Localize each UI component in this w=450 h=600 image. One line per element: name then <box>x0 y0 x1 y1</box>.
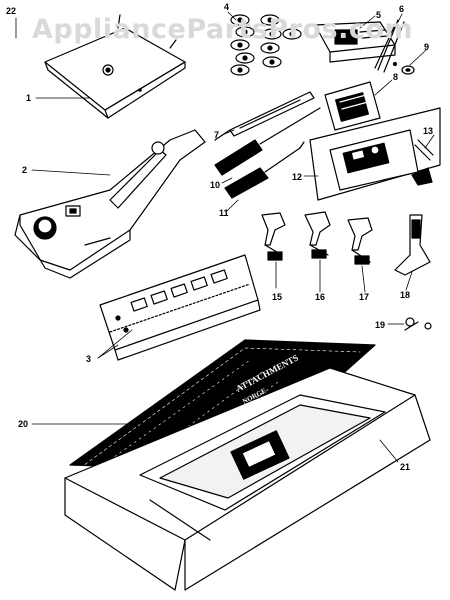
callout-13: 13 <box>423 126 433 136</box>
part-18-presser-foot <box>394 214 431 276</box>
callout-17: 17 <box>359 292 369 302</box>
part-15-presser-foot <box>261 212 286 261</box>
part-6-needles <box>374 19 405 73</box>
callout-1: 1 <box>26 93 31 103</box>
part-10-screwdriver <box>214 107 321 176</box>
callout-5: 5 <box>376 10 381 20</box>
callout-3: 3 <box>86 354 91 364</box>
callout-2: 2 <box>22 165 27 175</box>
leader-lines <box>15 11 435 463</box>
callout-4: 4 <box>224 2 229 12</box>
part-bobbin-set <box>230 14 302 76</box>
callout-8: 8 <box>393 72 398 82</box>
callout-10: 10 <box>210 180 220 190</box>
callout-16: 16 <box>315 292 325 302</box>
callout-6: 6 <box>399 4 404 14</box>
part-16-presser-foot <box>304 211 331 259</box>
callout-12: 12 <box>292 172 302 182</box>
callout-18: 18 <box>400 290 410 300</box>
part-11-screwdriver <box>224 141 305 199</box>
part-21-storage-case <box>64 367 431 591</box>
part-17-presser-foot <box>347 217 373 265</box>
part-5-needle-pack <box>314 21 396 63</box>
callout-19: 19 <box>375 320 385 330</box>
part-19-screw <box>404 317 432 331</box>
part-7-screwdriver <box>214 91 315 141</box>
callout-22: 22 <box>6 6 16 16</box>
callout-7: 7 <box>214 130 219 140</box>
part-3-cam-holder <box>99 254 261 361</box>
callout-20: 20 <box>18 419 28 429</box>
callout-11: 11 <box>219 208 229 218</box>
part-8-seam-guide <box>324 81 381 131</box>
callout-15: 15 <box>272 292 282 302</box>
part-9-washers <box>392 61 415 75</box>
callout-9: 9 <box>424 42 429 52</box>
part-1-cover-plate <box>44 14 186 119</box>
part-12-attachment-box <box>309 107 441 201</box>
callout-21: 21 <box>400 462 410 472</box>
part-2-buttonhole-attachment <box>14 129 206 279</box>
